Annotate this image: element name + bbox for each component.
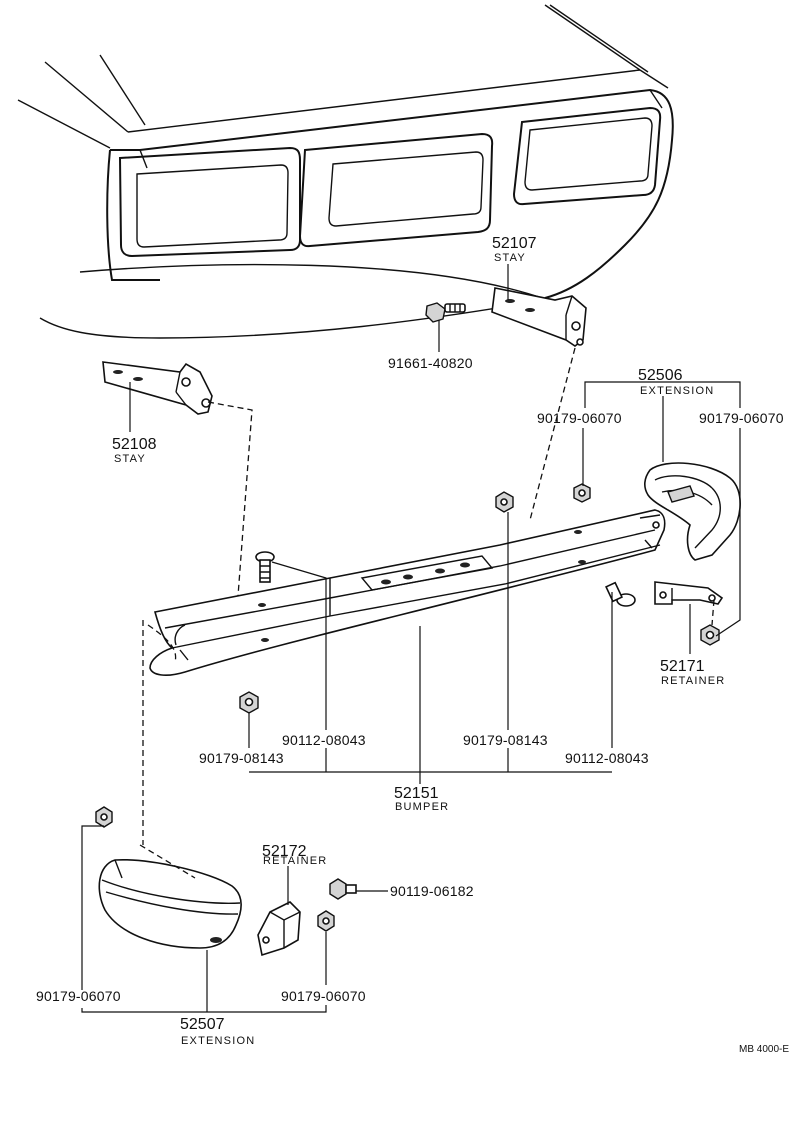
label-90179-08143-center: 90179-08143 (463, 732, 548, 748)
assembly-lines (139, 347, 715, 879)
label-52107-name: STAY (494, 252, 526, 264)
label-90119-06182: 90119-06182 (390, 883, 474, 899)
label-52151-number: 52151 (394, 785, 439, 802)
label-90179-06070-left-a: 90179-06070 (36, 988, 121, 1004)
label-52108-name: STAY (114, 453, 146, 465)
retainer-right-52171[interactable] (654, 581, 724, 605)
label-52506-number: 52506 (638, 367, 683, 384)
nut-90179-08143-center[interactable] (495, 491, 514, 513)
label-90179-06070-left-b: 90179-06070 (281, 988, 366, 1004)
bumper-52151[interactable] (149, 509, 666, 677)
label-90179-08143-left: 90179-08143 (199, 750, 284, 766)
label-52108-number: 52108 (112, 436, 157, 453)
nut-90179-06070-right-b[interactable] (700, 624, 720, 646)
nut-90179-06070-right-a[interactable] (573, 483, 591, 503)
figure-reference: MB 4000-E (739, 1044, 789, 1055)
label-52151-name: BUMPER (395, 801, 449, 813)
stay-left-52108[interactable] (102, 361, 213, 415)
label-90112-08043-right: 90112-08043 (565, 750, 649, 766)
label-52507-number: 52507 (180, 1016, 225, 1033)
label-90179-06070-right-a: 90179-06070 (537, 410, 622, 426)
nut-90179-08143-left[interactable] (239, 691, 259, 714)
vehicle-body (17, 4, 674, 339)
bolt-91661-40820[interactable] (425, 302, 466, 323)
nut-90179-06070-left-b[interactable] (317, 910, 335, 932)
label-90112-08043-left: 90112-08043 (282, 732, 366, 748)
label-90179-06070-right-b: 90179-06070 (699, 410, 784, 426)
nut-90179-06070-left-a[interactable] (95, 806, 113, 828)
bolt-90112-08043-right[interactable] (605, 581, 636, 607)
label-52172-name: RETAINER (263, 855, 327, 867)
screw-90119-06182[interactable] (329, 878, 357, 900)
retainer-left-52172[interactable] (257, 901, 301, 957)
label-52507-name: EXTENSION (181, 1035, 255, 1047)
label-52171-name: RETAINER (661, 675, 725, 687)
bolt-90112-08043-left[interactable] (255, 551, 275, 583)
stay-right-52107[interactable] (491, 287, 587, 347)
label-52172-number: 52172 (262, 843, 307, 860)
extension-right-52506[interactable] (644, 462, 741, 561)
label-52506-name: EXTENSION (640, 385, 714, 397)
label-52171-number: 52171 (660, 658, 705, 675)
extension-left-52507[interactable] (98, 859, 242, 949)
label-91661-40820: 91661-40820 (388, 355, 473, 371)
part-labels: 52107 STAY 91661-40820 52108 STAY 52506 … (36, 235, 789, 1055)
label-52107-number: 52107 (492, 235, 537, 252)
leader-lines (81, 264, 741, 1013)
